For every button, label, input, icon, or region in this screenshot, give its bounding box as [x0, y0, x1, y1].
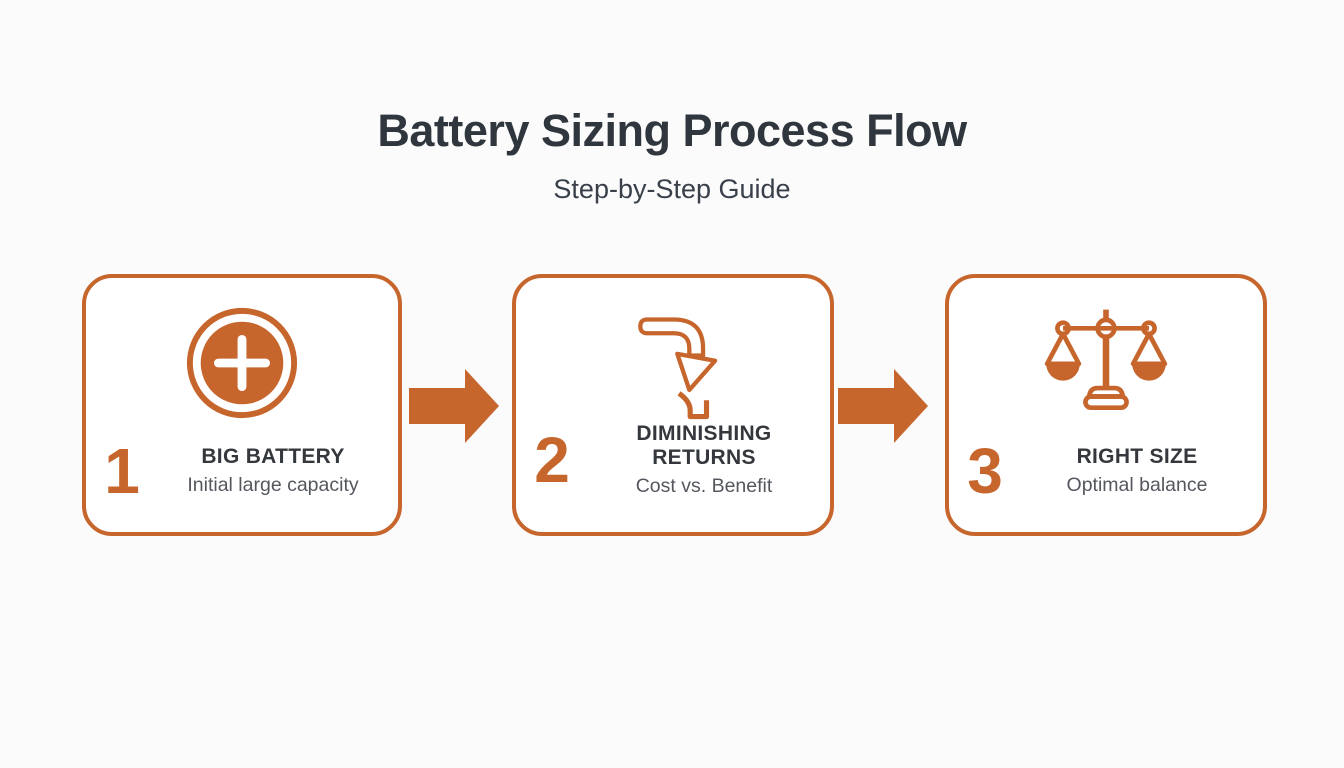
plus-circle-icon: [86, 304, 398, 422]
balance-scale-icon: [949, 304, 1263, 418]
header: Battery Sizing Process Flow Step-by-Step…: [0, 106, 1344, 205]
step-number: 3: [967, 434, 1003, 507]
step-text: DIMINISHING RETURNS Cost vs. Benefit: [588, 422, 830, 498]
step-text: BIG BATTERY Initial large capacity: [158, 445, 398, 497]
right-arrow-icon: [409, 369, 499, 443]
step-description: Optimal balance: [1066, 473, 1208, 496]
page-title: Battery Sizing Process Flow: [377, 105, 967, 156]
step-text: RIGHT SIZE Optimal balance: [1021, 445, 1263, 497]
page-subtitle: Step-by-Step Guide: [553, 173, 791, 204]
step-label-row: 2 DIMINISHING RETURNS Cost vs. Benefit: [516, 422, 830, 498]
step-description: Initial large capacity: [187, 473, 359, 496]
right-arrow-icon: [838, 369, 928, 443]
step-label-row: 3 RIGHT SIZE Optimal balance: [949, 434, 1263, 507]
step-card-diminishing-returns: 2 DIMINISHING RETURNS Cost vs. Benefit: [512, 274, 834, 536]
step-number: 1: [104, 434, 140, 507]
step-description: Cost vs. Benefit: [635, 475, 773, 497]
step-label-row: 1 BIG BATTERY Initial large capacity: [86, 434, 398, 507]
step-title: BIG BATTERY: [201, 444, 345, 468]
step-card-right-size: 3 RIGHT SIZE Optimal balance: [945, 274, 1267, 536]
step-card-big-battery: 1 BIG BATTERY Initial large capacity: [82, 274, 402, 536]
declining-arrow-icon: [516, 304, 830, 420]
step-title: DIMINISHING RETURNS: [636, 422, 772, 469]
step-title: RIGHT SIZE: [1076, 444, 1198, 468]
step-number: 2: [534, 423, 570, 496]
